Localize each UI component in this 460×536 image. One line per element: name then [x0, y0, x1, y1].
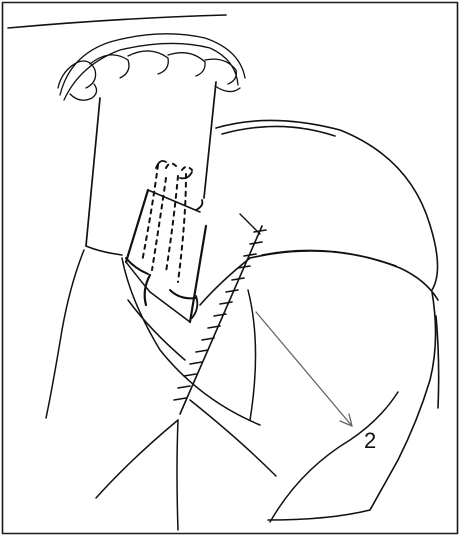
stump-tube: [86, 82, 216, 246]
lower-lines: [96, 290, 398, 530]
large-lobe: [200, 120, 439, 520]
left-body-outline: [46, 246, 260, 425]
figure-frame: [3, 3, 458, 534]
callout-label-2: 2: [364, 428, 376, 453]
top-suture-line: [8, 15, 226, 28]
stump-cuff: [58, 34, 245, 100]
callout-arrow: [256, 312, 352, 426]
anastomosis-insert: [126, 190, 206, 322]
dotted-sutures: [142, 163, 192, 282]
